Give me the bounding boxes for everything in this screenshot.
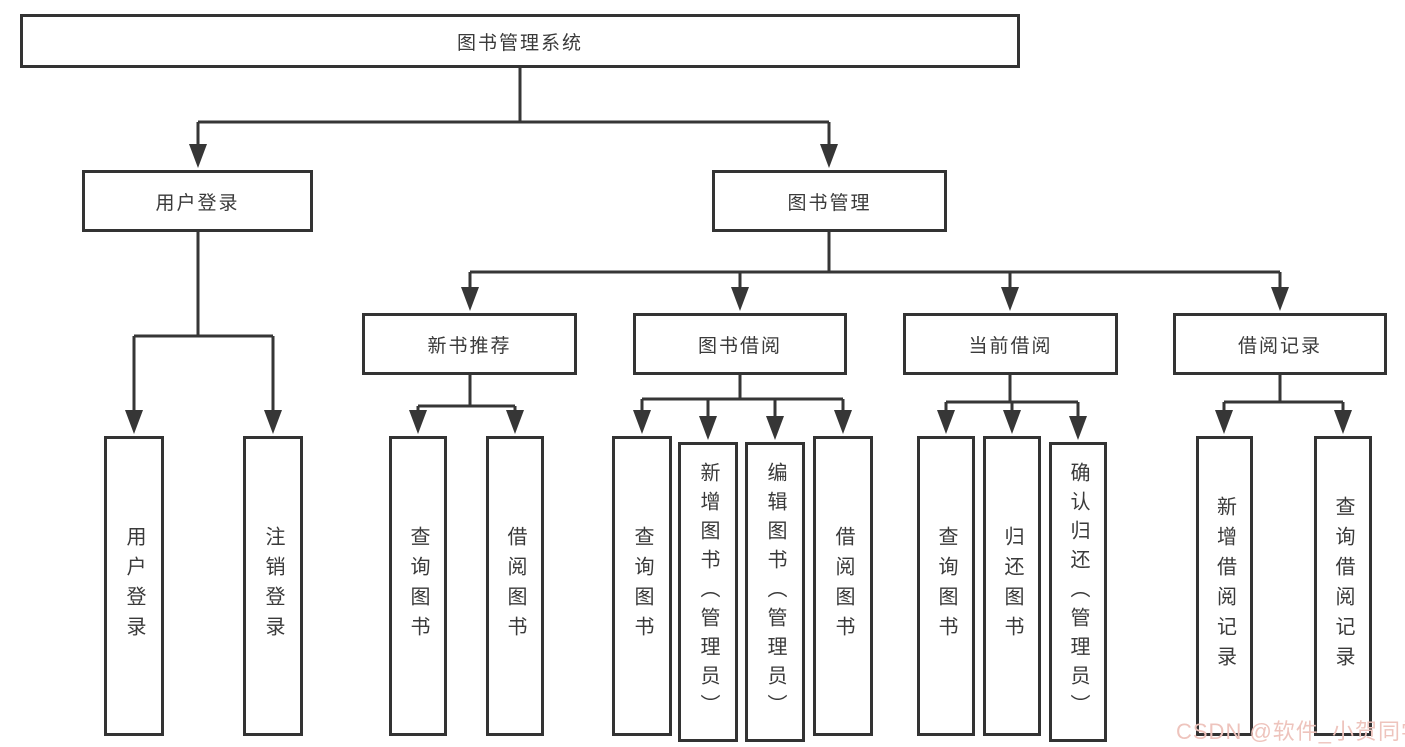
leaf-label: 归还图书 [1001, 526, 1023, 646]
watermark: CSDN @软件_小贺同学 [1176, 719, 1405, 744]
leaf-current-return-books: 归还图书 [983, 436, 1041, 736]
arrowhead [820, 144, 838, 168]
arrowhead [409, 410, 427, 434]
arrowhead [125, 410, 143, 434]
leaf-records-add-borrow-record: 新增借阅记录 [1196, 436, 1253, 736]
leaf-newbooks-query-books: 查询图书 [389, 436, 447, 736]
node-current-borrowing: 当前借阅 [903, 313, 1118, 375]
node-label: 新书推荐 [427, 335, 512, 357]
node-borrowing-records: 借阅记录 [1173, 313, 1387, 375]
leaf-label: 确认归还（管理员） [1067, 461, 1089, 723]
leaf-label: 借阅图书 [832, 526, 854, 646]
arrowhead [1069, 416, 1087, 440]
arrowhead [506, 410, 524, 434]
node-user-login: 用户登录 [82, 170, 313, 232]
leaf-label: 注销登录 [262, 526, 284, 646]
arrowhead [937, 410, 955, 434]
node-label: 用户登录 [155, 192, 240, 214]
leaf-label: 查询图书 [935, 526, 957, 646]
arrowhead [699, 416, 717, 440]
leaf-label: 查询图书 [631, 526, 653, 646]
node-label: 当前借阅 [968, 335, 1053, 357]
arrowhead [189, 144, 207, 168]
node-book-management: 图书管理 [712, 170, 947, 232]
node-label: 图书管理系统 [456, 32, 583, 54]
leaf-user-login: 用户登录 [104, 436, 164, 736]
arrowhead [633, 410, 651, 434]
leaf-label: 编辑图书（管理员） [764, 461, 786, 723]
leaf-newbooks-borrow-books: 借阅图书 [486, 436, 544, 736]
node-label: 借阅记录 [1237, 335, 1322, 357]
leaf-label: 用户登录 [123, 526, 145, 646]
arrowhead [1001, 287, 1019, 311]
leaf-label: 借阅图书 [504, 526, 526, 646]
arrowhead [1334, 410, 1352, 434]
arrowhead [731, 287, 749, 311]
leaf-label: 新增图书（管理员） [697, 461, 719, 723]
leaf-borrowing-query-books: 查询图书 [612, 436, 672, 736]
arrowhead [834, 410, 852, 434]
arrowhead [766, 416, 784, 440]
node-label: 图书管理 [787, 192, 872, 214]
node-book-borrowing: 图书借阅 [633, 313, 847, 375]
leaf-borrowing-borrow-books: 借阅图书 [813, 436, 873, 736]
node-label: 图书借阅 [697, 335, 782, 357]
node-new-book-recommendation: 新书推荐 [362, 313, 577, 375]
leaf-current-query-books: 查询图书 [917, 436, 975, 736]
node-book-management-system: 图书管理系统 [20, 14, 1020, 68]
leaf-label: 查询图书 [407, 526, 429, 646]
leaf-logout-login: 注销登录 [243, 436, 303, 736]
leaf-label: 新增借阅记录 [1213, 496, 1236, 676]
leaf-records-query-borrow-record: 查询借阅记录 [1314, 436, 1372, 736]
leaf-borrowing-edit-books-admin: 编辑图书（管理员） [745, 442, 805, 742]
leaf-borrowing-add-books-admin: 新增图书（管理员） [678, 442, 738, 742]
leaf-label: 查询借阅记录 [1332, 496, 1354, 676]
arrowhead [1003, 410, 1021, 434]
arrowhead [461, 287, 479, 311]
arrowhead [1215, 410, 1233, 434]
arrowhead [1271, 287, 1289, 311]
leaf-current-confirm-return-admin: 确认归还（管理员） [1049, 442, 1107, 742]
arrowhead [264, 410, 282, 434]
